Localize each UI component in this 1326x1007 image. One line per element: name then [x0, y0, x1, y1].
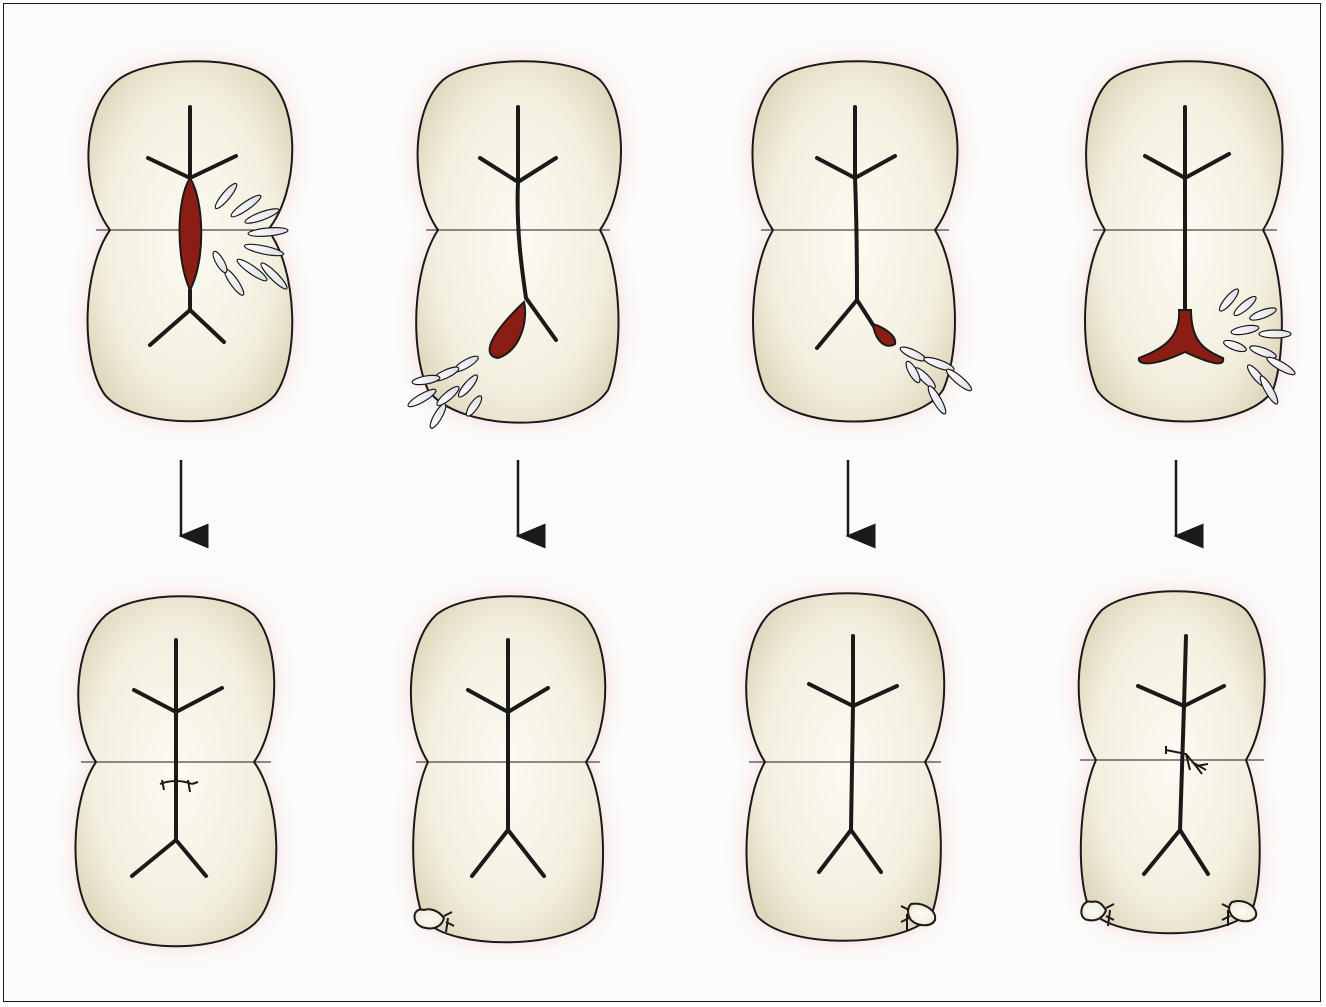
panel-2-before — [406, 61, 621, 430]
panel-3-after — [746, 593, 944, 941]
panel-4-after — [1079, 591, 1265, 933]
panel-4-after-outline — [1079, 591, 1265, 933]
panel-3-after-outline — [746, 593, 944, 941]
panel-4-before — [1085, 61, 1297, 421]
panel-2-after — [411, 596, 605, 942]
panel-3-before — [752, 61, 973, 421]
panel-1-before — [88, 61, 293, 421]
panel-1-after — [75, 596, 276, 946]
